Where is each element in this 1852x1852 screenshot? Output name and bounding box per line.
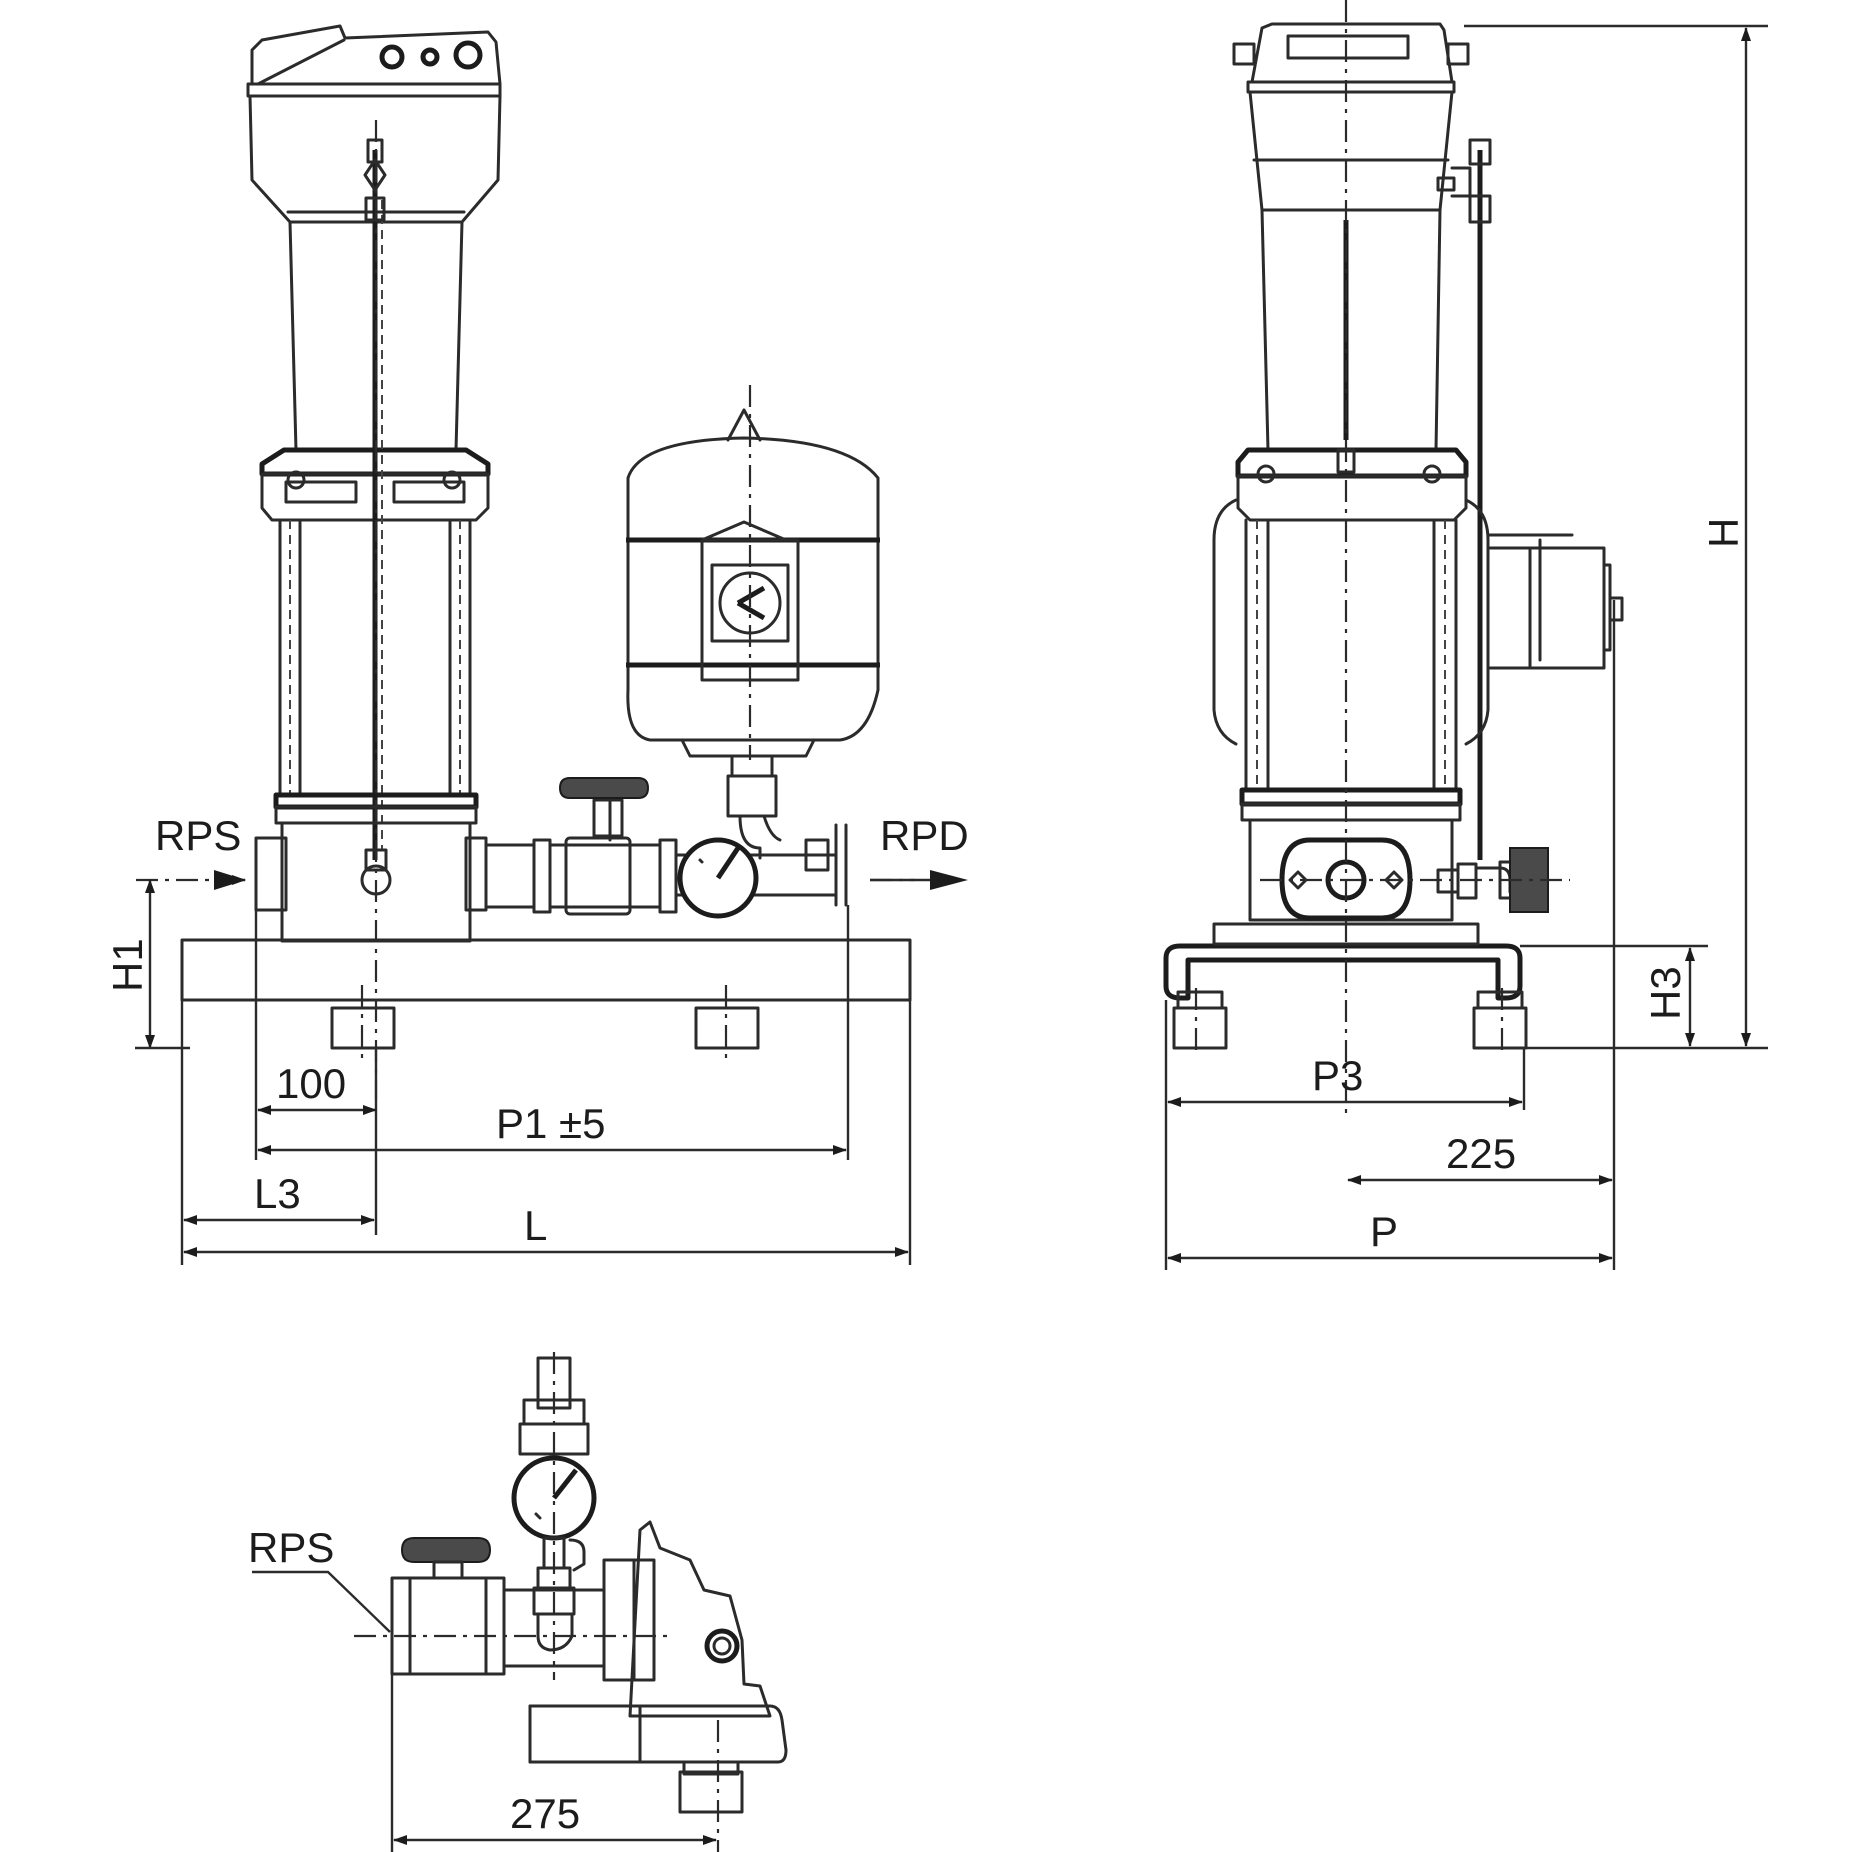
suction-detail-view: RPS 275 — [248, 1352, 788, 1852]
height-frame-label: H3 — [1642, 966, 1689, 1020]
dim-h1: H1 — [104, 879, 190, 1050]
side-view: H H3 P3 225 P — [1163, 0, 1768, 1270]
height-inlet-label: H1 — [104, 938, 151, 992]
discharge-piping — [484, 777, 848, 916]
pump-body — [254, 518, 488, 943]
dim-l3-label: L3 — [254, 1170, 301, 1217]
dim-p3-label: P3 — [1312, 1052, 1363, 1099]
dim-length-label: L — [524, 1202, 547, 1249]
motor-housing — [246, 82, 502, 522]
detail-suction-port-label: RPS — [248, 1524, 334, 1571]
pressure-gauge-icon — [677, 837, 759, 919]
base-frame — [180, 938, 912, 1050]
suction-port-label: RPS — [155, 812, 241, 859]
dim-225-label: 225 — [1446, 1130, 1516, 1177]
expansion-vessel — [626, 408, 880, 860]
front-view: RPS RPD H1 100 P1 ±5 L3 L — [104, 24, 969, 1265]
motor-terminal-box — [250, 24, 502, 86]
dim-100-label: 100 — [276, 1060, 346, 1107]
dim-p1-label: P1 ±5 — [496, 1100, 605, 1147]
discharge-port-label: RPD — [880, 812, 969, 859]
dim-275-label: 275 — [510, 1790, 580, 1837]
height-total-label: H — [1700, 518, 1747, 548]
dim-depth-label: P — [1370, 1208, 1398, 1255]
